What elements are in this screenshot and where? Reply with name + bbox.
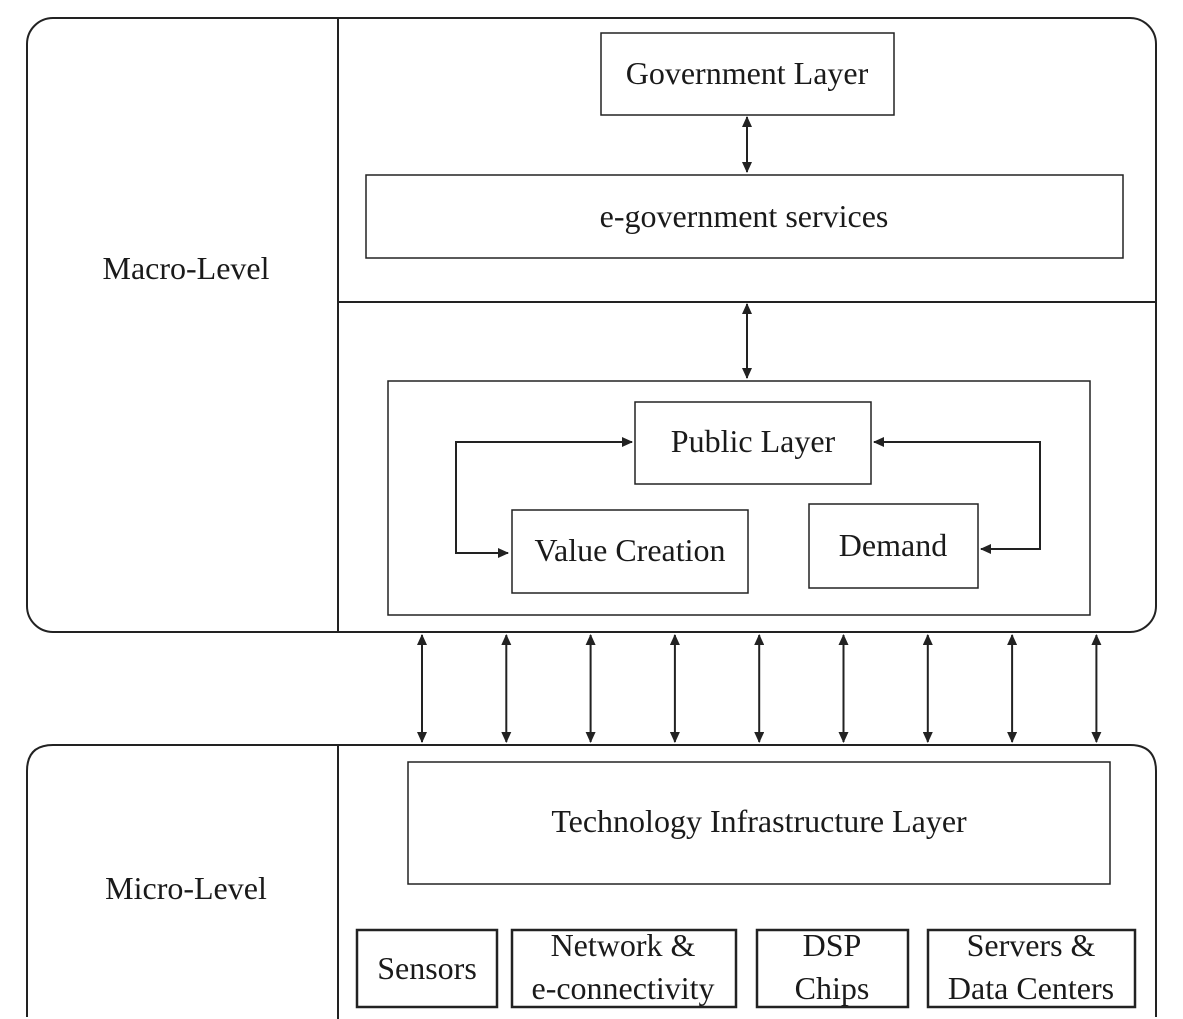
component-network-line2: e-connectivity [531, 970, 714, 1006]
macro-micro-connectors [417, 634, 1102, 743]
public-layer-box [634, 401, 872, 485]
value-creation-label: Value Creation [534, 532, 725, 568]
component-network-line1: Network & [551, 927, 696, 963]
component-dsp: DSP Chips [755, 927, 910, 1009]
demand-label: Demand [839, 527, 947, 563]
component-dsp-line1: DSP [803, 927, 862, 963]
component-servers-line1: Servers & [967, 927, 1096, 963]
macro-level-panel [26, 17, 1157, 633]
component-dsp-line2: Chips [795, 970, 870, 1006]
egov-services-box [365, 174, 1124, 259]
component-network: Network & e-connectivity [510, 927, 738, 1009]
technology-infrastructure-label: Technology Infrastructure Layer [551, 803, 967, 839]
technology-infrastructure-box [407, 761, 1111, 885]
government-layer-label: Government Layer [626, 55, 869, 91]
component-sensors-line1: Sensors [377, 950, 477, 986]
government-layer-box [600, 32, 895, 116]
component-servers: Servers & Data Centers [926, 927, 1137, 1009]
component-sensors: Sensors [355, 928, 499, 1009]
public-layer-container [387, 380, 1091, 616]
egov-services-label: e-government services [600, 198, 889, 234]
component-servers-line2: Data Centers [948, 970, 1114, 1006]
micro-level-panel [26, 744, 1157, 1019]
micro-level-label: Micro-Level [105, 870, 267, 906]
demand-loop-arrow [873, 437, 1041, 554]
value-creation-loop-arrow [455, 437, 633, 558]
public-layer-label: Public Layer [671, 423, 836, 459]
macro-level-label: Macro-Level [102, 250, 269, 286]
